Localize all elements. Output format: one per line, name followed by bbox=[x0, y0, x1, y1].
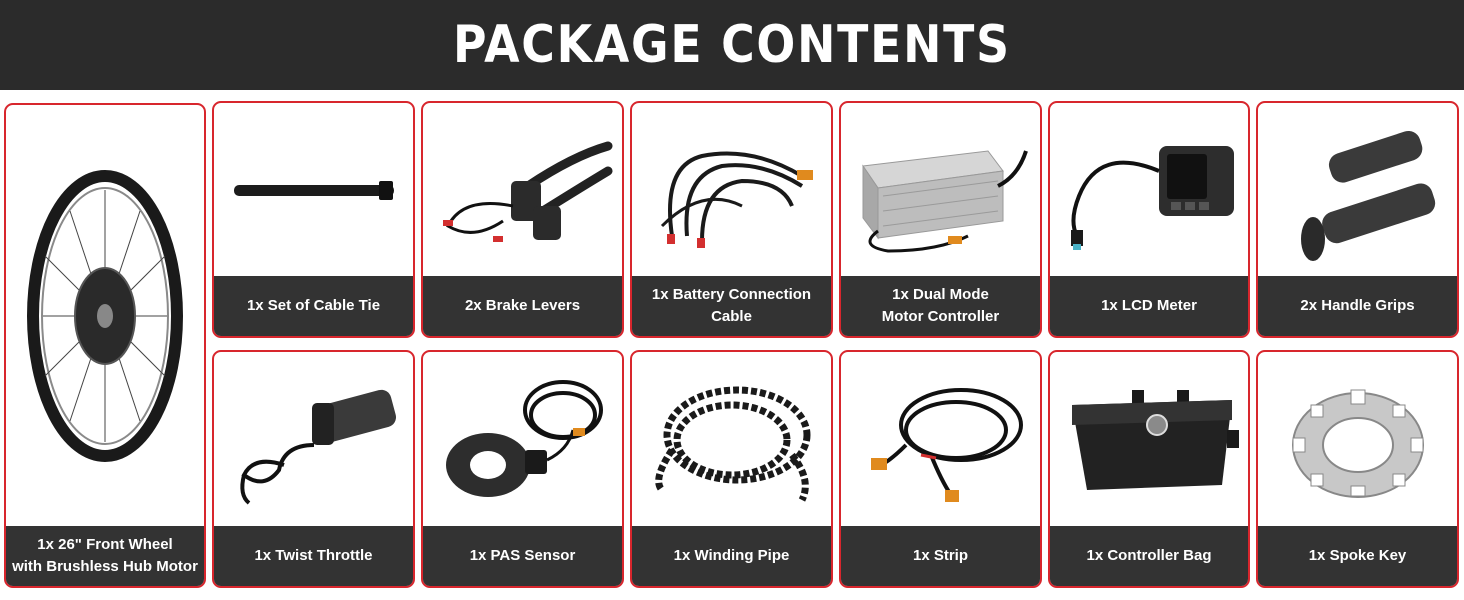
wheel-icon bbox=[6, 105, 204, 527]
strip-icon bbox=[841, 352, 1040, 528]
battery-cable-icon bbox=[632, 103, 831, 278]
cable-tie-icon bbox=[214, 103, 413, 278]
bag-icon bbox=[1050, 352, 1248, 528]
item-label: 1x Spoke Key bbox=[1258, 526, 1457, 586]
item-card-cable-tie: 1x Set of Cable Tie bbox=[212, 101, 415, 338]
pas-sensor-icon bbox=[423, 352, 622, 528]
lcd-meter-icon bbox=[1050, 103, 1248, 278]
item-label: 1x Strip bbox=[841, 526, 1040, 586]
item-label: 2x Handle Grips bbox=[1258, 276, 1457, 336]
item-card-strip: 1x Strip bbox=[839, 350, 1042, 588]
winding-pipe-icon bbox=[632, 352, 831, 528]
item-label: 1x Set of Cable Tie bbox=[214, 276, 413, 336]
throttle-icon bbox=[214, 352, 413, 528]
item-card-controller-bag: 1x Controller Bag bbox=[1048, 350, 1250, 588]
item-label: 2x Brake Levers bbox=[423, 276, 622, 336]
item-card-twist-throttle: 1x Twist Throttle bbox=[212, 350, 415, 588]
item-label: 1x Twist Throttle bbox=[214, 526, 413, 586]
brake-lever-icon bbox=[423, 103, 622, 278]
item-label: 1x PAS Sensor bbox=[423, 526, 622, 586]
item-label: 1x LCD Meter bbox=[1050, 276, 1248, 336]
item-label: 1x Controller Bag bbox=[1050, 526, 1248, 586]
item-card-pas-sensor: 1x PAS Sensor bbox=[421, 350, 624, 588]
item-label: 1x Winding Pipe bbox=[632, 526, 831, 586]
item-card-brake-levers: 2x Brake Levers bbox=[421, 101, 624, 338]
item-card-handle-grips: 2x Handle Grips bbox=[1256, 101, 1459, 338]
controller-icon bbox=[841, 103, 1040, 278]
spoke-key-icon bbox=[1258, 352, 1457, 528]
handle-grip-icon bbox=[1258, 103, 1457, 278]
page-title: PACKAGE CONTENTS bbox=[453, 15, 1011, 75]
item-card-lcd-meter: 1x LCD Meter bbox=[1048, 101, 1250, 338]
item-card-spoke-key: 1x Spoke Key bbox=[1256, 350, 1459, 588]
item-card-winding-pipe: 1x Winding Pipe bbox=[630, 350, 833, 588]
page-header: PACKAGE CONTENTS bbox=[0, 0, 1464, 90]
